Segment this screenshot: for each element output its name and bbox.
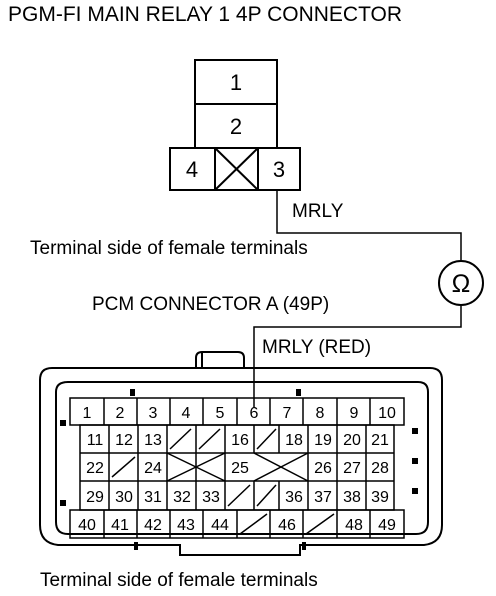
relay-terminal-caption: Terminal side of female terminals [30,238,308,259]
pcm-bottom-mark [302,542,306,550]
pcm-pin-27: 27 [343,460,361,477]
pcm-pin-30: 30 [115,489,133,506]
pcm-pin-2: 2 [116,405,125,422]
pcm-pin-26: 26 [314,460,332,477]
pcm-key-notch [296,389,301,396]
relay-pin-4-label: 4 [186,157,198,182]
pcm-row-5-outline [69,509,405,539]
relay-pin-3-label: 3 [273,157,285,182]
pcm-pin-3: 3 [149,405,158,422]
pcm-pin-12: 12 [115,432,133,449]
pcm-pin-40: 40 [78,517,96,534]
pcm-pin-29: 29 [86,489,104,506]
pcm-row-1-outline [69,397,405,426]
pcm-pin-41: 41 [111,517,129,534]
pcm-pin-labels: 1 2 3 4 5 6 7 8 9 10 11 12 13 16 18 19 2… [78,405,396,534]
pcm-terminal-caption: Terminal side of female terminals [40,570,318,591]
relay-pin-2-label: 2 [230,114,242,139]
pcm-pin-8: 8 [316,405,325,422]
relay-wire-label: MRLY [292,201,344,222]
pcm-pin-38: 38 [343,489,361,506]
pcm-pin-33: 33 [202,489,220,506]
pcm-pin-4: 4 [182,405,191,422]
pcm-pin-36: 36 [285,489,303,506]
relay-connector [169,59,301,191]
test-wires [253,190,462,408]
pcm-terminal-grid [69,397,405,539]
pcm-pin-7: 7 [283,405,292,422]
pcm-pin-18: 18 [285,432,303,449]
pcm-pin-20: 20 [343,432,361,449]
pcm-inner-shell [55,381,429,535]
pcm-pin-22: 22 [86,460,104,477]
pcm-pin-37: 37 [314,489,332,506]
pcm-pin-1: 1 [83,405,92,422]
pcm-pin-9: 9 [350,405,359,422]
pcm-empty-cavity-marks [111,428,335,535]
pcm-pin-44: 44 [211,517,229,534]
pcm-pin-39: 39 [371,489,389,506]
relay-connector-title: PGM-FI MAIN RELAY 1 4P CONNECTOR [8,3,403,26]
pcm-side-mark [412,428,418,434]
relay-pin-labels: 1 2 4 3 [186,70,285,182]
pcm-pin-28: 28 [371,460,389,477]
pcm-pin-31: 31 [144,489,162,506]
pcm-connector-title: PCM CONNECTOR A (49P) [92,294,330,315]
pcm-pin-25: 25 [231,460,249,477]
pcm-pin-49: 49 [378,517,396,534]
pcm-housing-marks [60,389,418,550]
pcm-side-mark [412,458,418,464]
pcm-pin-19: 19 [314,432,332,449]
pcm-outer-shell [39,367,443,556]
pcm-pin-11: 11 [87,432,104,449]
pcm-key-notch [130,389,135,396]
pcm-housing [39,351,443,556]
mrly-wire-relay-to-meter [276,190,462,260]
pcm-pin-24: 24 [144,460,162,477]
pcm-pin-43: 43 [177,517,195,534]
pcm-pin-42: 42 [144,517,162,534]
pcm-pin-16: 16 [231,432,249,449]
ohmmeter-symbol: Ω [452,270,471,298]
pcm-side-mark [412,488,418,494]
pcm-bottom-mark [134,542,138,550]
mrly-wire-meter-to-pcm [253,306,462,408]
pcm-pin-48: 48 [345,517,363,534]
pcm-pin-6: 6 [250,405,259,422]
pcm-pin-5: 5 [216,405,225,422]
pcm-pin-32: 32 [173,489,191,506]
relay-pin-3-cell [257,147,301,191]
pcm-latch [195,351,245,368]
pcm-pin-10: 10 [378,405,396,422]
ohmmeter: Ω [438,260,484,306]
relay-blank-cross [214,147,259,191]
pcm-pin-21: 21 [371,432,389,449]
pcm-side-mark [60,500,66,506]
relay-pin-1-label: 1 [230,70,242,95]
pcm-wire-label: MRLY (RED) [262,337,372,358]
pcm-pin-13: 13 [144,432,162,449]
pcm-pin-46: 46 [278,517,296,534]
ohmmeter-circle-icon [438,260,484,306]
pcm-side-mark [60,420,66,426]
